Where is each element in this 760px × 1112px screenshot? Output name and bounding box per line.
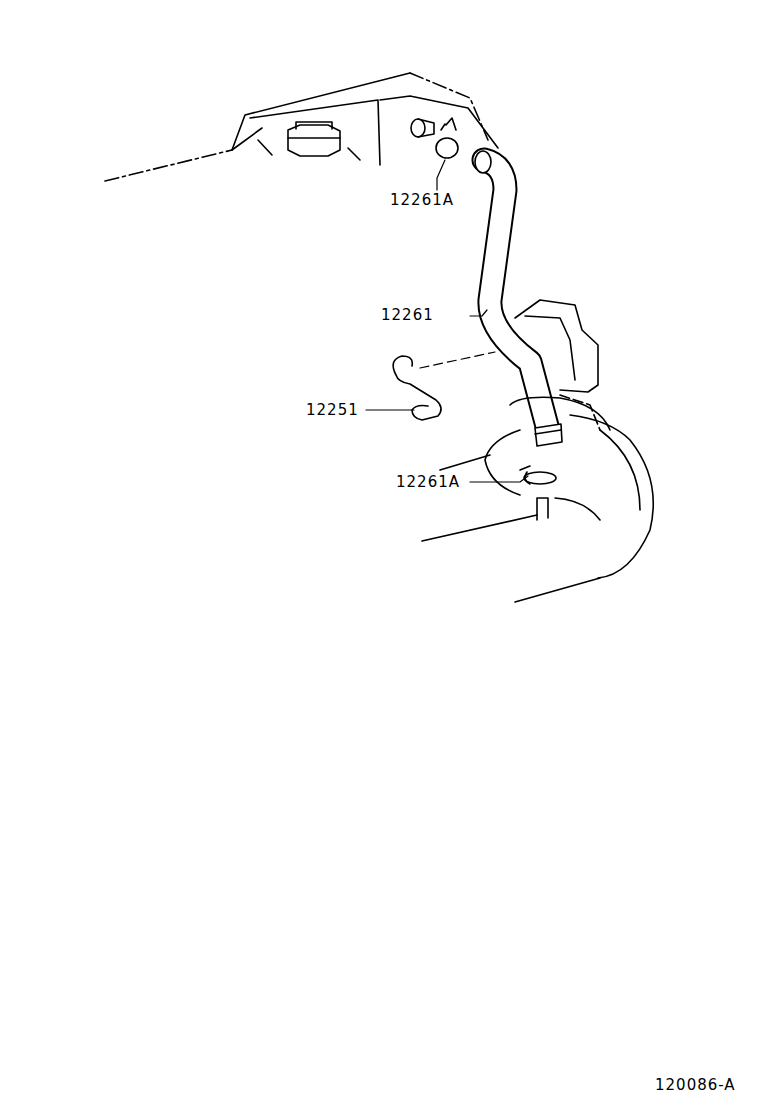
- part-number: 12251: [306, 403, 359, 418]
- part-number: 12261: [381, 308, 434, 323]
- figure-number: 120086-A: [655, 1078, 736, 1093]
- part-number: 12261A: [396, 475, 460, 490]
- part-number: 12261A: [390, 193, 454, 208]
